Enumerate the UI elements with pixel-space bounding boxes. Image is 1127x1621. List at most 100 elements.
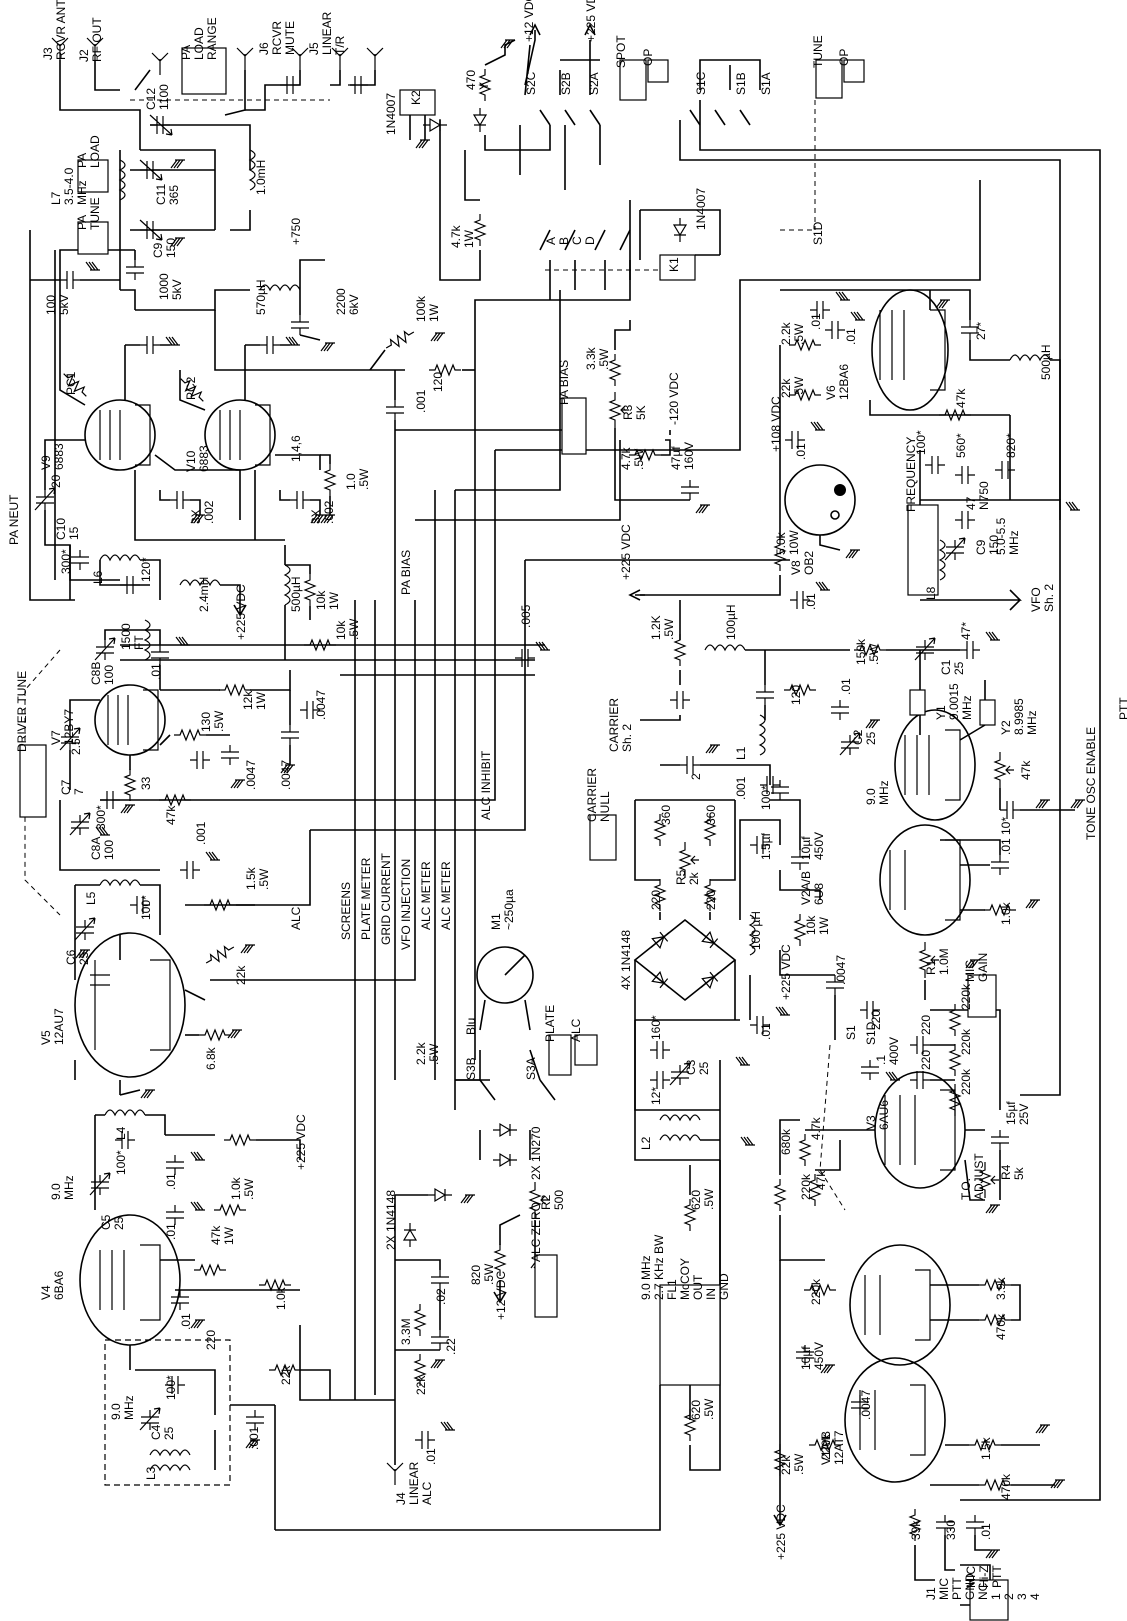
signal-alc: ALC bbox=[289, 906, 303, 930]
label-r47kc: 47k bbox=[1019, 760, 1033, 780]
supply-225vdc-driver: +225 VDC bbox=[234, 584, 248, 640]
label-c2200: 22006kV bbox=[334, 288, 361, 315]
label-c0047d: .0047 bbox=[834, 955, 848, 985]
label-r2: R2500 bbox=[539, 1190, 566, 1210]
label-r100k1w: 100k1W bbox=[414, 295, 441, 322]
label-c0047x: .0047 bbox=[314, 690, 328, 720]
label-c01b: .01 bbox=[164, 1223, 178, 1240]
label-r33: 33 bbox=[139, 776, 153, 790]
label-c005: .005 bbox=[519, 604, 533, 628]
signal-s1d: S1D bbox=[811, 221, 825, 245]
driver-tune-control-label[interactable]: DRIVER TUNE bbox=[15, 671, 29, 752]
label-r470kb: 470k bbox=[999, 1473, 1013, 1500]
supply-225vdc: +225 VDC bbox=[584, 0, 598, 42]
label-l500uh: 500µH bbox=[289, 576, 303, 612]
label-y2: Y28.9985MHz bbox=[999, 698, 1039, 735]
connector-j3: J3RCVR ANT bbox=[41, 0, 68, 60]
signal-vfo-sh2: VFOSh. 2 bbox=[1029, 584, 1056, 612]
label-c22: .22 bbox=[444, 1338, 458, 1355]
tube-v6: V612BA6 bbox=[824, 364, 851, 400]
label-c220b: 220 bbox=[919, 1015, 933, 1035]
label-c-1000-5kv: 10005kV bbox=[157, 273, 184, 300]
label-r220ka: 220k bbox=[959, 983, 973, 1010]
mic-gain-control-label[interactable]: MICGAIN bbox=[963, 953, 990, 982]
label-c01j: .01 bbox=[759, 1023, 773, 1040]
tube-v9: V96883 bbox=[39, 443, 66, 470]
label-r39k: 39k bbox=[909, 1520, 923, 1540]
signal-screens: SCREENS bbox=[339, 882, 353, 940]
label-c02: .02 bbox=[434, 1288, 448, 1305]
label-c01i: .01 bbox=[839, 678, 853, 695]
label-s1c: S1C bbox=[694, 71, 708, 95]
label-r120b: 120 bbox=[789, 685, 803, 705]
label-c47n750: 47N750 bbox=[964, 481, 991, 510]
label-k2: K2 bbox=[409, 90, 423, 105]
label-c8a: C8A100 bbox=[89, 837, 116, 860]
signal-alc-meter: ALC METER bbox=[419, 861, 433, 930]
signal-pa-bias: PA BIAS bbox=[399, 550, 413, 595]
alc-zero-control-label[interactable]: ALC ZERO bbox=[529, 1202, 543, 1262]
label-c300a: 300* bbox=[59, 549, 73, 574]
alc-switch-label[interactable]: ALC bbox=[569, 1018, 583, 1042]
label-r620a: 620.5W bbox=[689, 1188, 716, 1210]
label-c160: 160* bbox=[649, 1015, 663, 1040]
signal-grid-current: GRID CURRENT bbox=[379, 852, 393, 945]
label-r1-5k: 1.5k.5W bbox=[244, 866, 271, 890]
label-r3-9k: 3.9k bbox=[994, 1276, 1008, 1300]
label-c220c: 220 bbox=[919, 1050, 933, 1070]
label-c120: 120* bbox=[139, 557, 153, 582]
pa-load-label[interactable]: PALOAD bbox=[75, 135, 102, 168]
label-pc1: PC1 bbox=[64, 371, 78, 395]
label-l1500ft: 1500FT bbox=[119, 623, 146, 650]
label-r220kf: 220k bbox=[819, 1433, 833, 1460]
pa-output-network bbox=[30, 37, 475, 430]
label-lmh: 1.0mH bbox=[254, 160, 268, 195]
v4-stage bbox=[79, 1109, 301, 1370]
label-c01d: .01 bbox=[424, 1448, 438, 1465]
label-s1b: S1B bbox=[734, 72, 748, 95]
label-mhz9c: 9.0MHz bbox=[864, 780, 891, 805]
signal-alc-inhibit: ALC INHIBIT bbox=[479, 750, 493, 820]
pa-bias-control-label[interactable]: PA BIAS bbox=[557, 360, 571, 405]
signal-alc-meter-2: ALC METER bbox=[439, 861, 453, 930]
label-c3: C325 bbox=[684, 1059, 711, 1075]
mic-hiz-ptt-label[interactable]: MICHi-ZPTT bbox=[964, 1565, 1004, 1588]
label-r820: 820.5W bbox=[469, 1263, 496, 1285]
carrier-null-control-label[interactable]: CARRIERNULL bbox=[585, 768, 612, 822]
pa-load-range-label[interactable]: PALOADRANGE bbox=[179, 17, 219, 60]
signal-plate-meter: PLATE METER bbox=[359, 857, 373, 940]
label-c6: C625 bbox=[64, 949, 91, 965]
supply-225vdc-v4: +225 VDC bbox=[294, 1114, 308, 1170]
l3-box bbox=[104, 1339, 331, 1486]
tube-v7: V712BY7 bbox=[49, 709, 76, 745]
label-c2b: 2 bbox=[689, 773, 703, 780]
pa-tune-label[interactable]: PATUNE bbox=[75, 197, 102, 230]
label-c12: C121100 bbox=[144, 84, 171, 110]
tube-v4: V46BA6 bbox=[39, 1270, 66, 1300]
label-s2c: S2C bbox=[524, 71, 538, 95]
label-r220kd: 220k bbox=[799, 1173, 813, 1200]
label-k1: K1 bbox=[667, 257, 681, 272]
label-s1a: S1A bbox=[759, 72, 773, 95]
label-mhz9b: 9.0MHz bbox=[109, 1395, 136, 1420]
label-r220a: 220 bbox=[204, 1330, 218, 1350]
tune-op-label[interactable]: OP bbox=[837, 49, 851, 66]
label-r1-0k5w: 1.0k.5W bbox=[229, 1176, 256, 1200]
plate-switch-label[interactable]: PLATE bbox=[543, 1005, 557, 1042]
label-c10: C1015 bbox=[54, 518, 81, 540]
label-y470: 470Y bbox=[464, 70, 491, 90]
audio-section bbox=[770, 799, 1066, 1606]
label-blu: Blu bbox=[464, 1018, 478, 1035]
label-c0047c: .0047 bbox=[244, 760, 258, 790]
label-c01k: .01 bbox=[999, 838, 1013, 855]
tune-label[interactable]: TUNE bbox=[811, 35, 825, 68]
spot-op-label[interactable]: OP bbox=[641, 49, 655, 66]
supply-12vdc-alc: +12 VDC bbox=[494, 1271, 508, 1320]
label-r150k: 150k.5W bbox=[854, 638, 881, 665]
label-s2a: S2A bbox=[587, 72, 601, 95]
spot-label[interactable]: SPOT bbox=[614, 35, 628, 68]
label-c4: C425 bbox=[149, 1424, 176, 1440]
label-mhz55: 5.0-5.5MHz bbox=[994, 517, 1021, 555]
frequency-control-label[interactable]: FREQUENCY bbox=[904, 437, 918, 512]
label-x4-1n4148: 4X 1N4148 bbox=[619, 930, 633, 990]
